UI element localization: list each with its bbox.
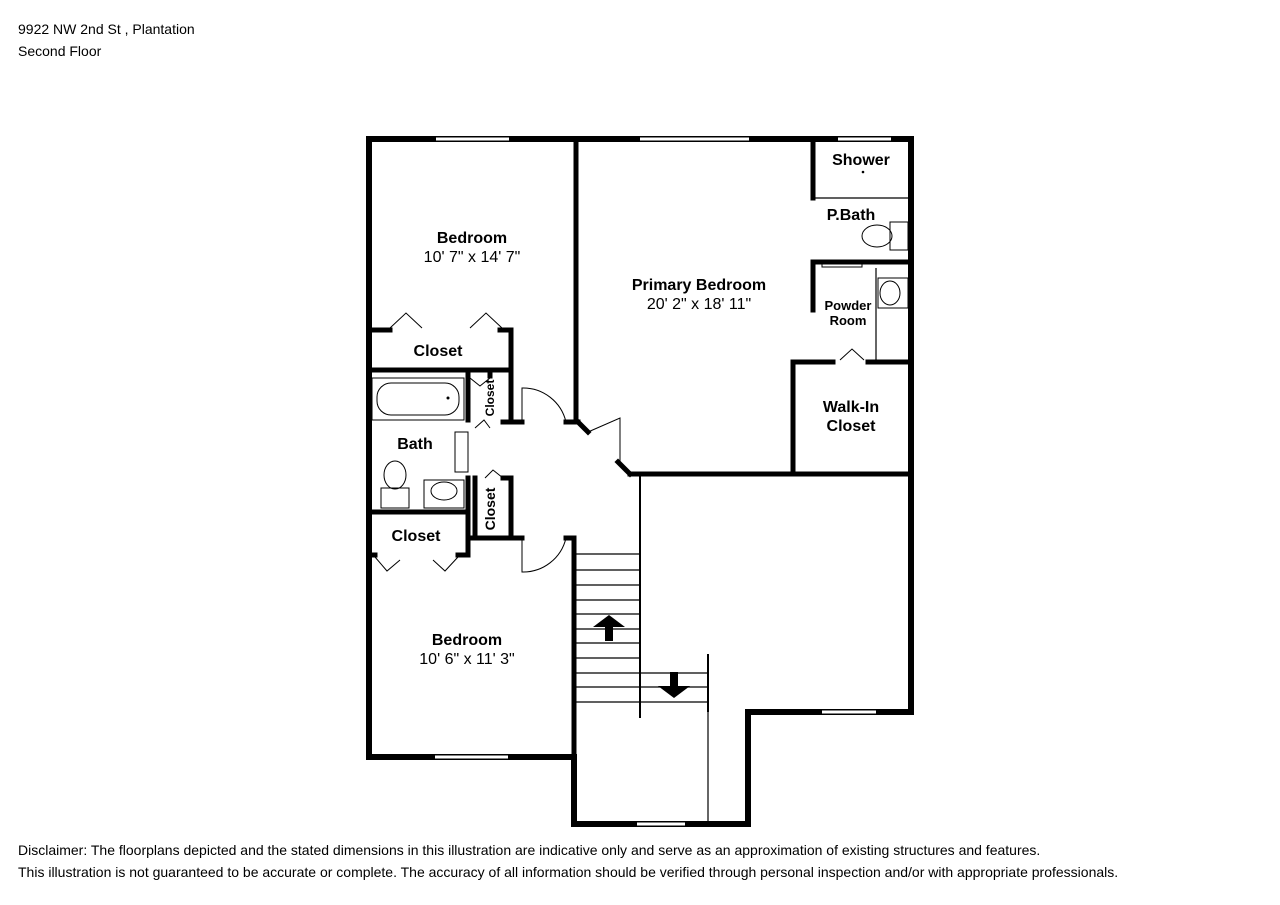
bedroom2-dims: 10' 6" x 11' 3" (419, 651, 514, 668)
shower-label: Shower (832, 152, 890, 169)
pbath-label: P.Bath (827, 207, 876, 224)
primary-bedroom-dims: 20' 2" x 18' 11" (647, 296, 751, 313)
closet-upper-label: Closet (414, 343, 464, 360)
shower-drain (861, 170, 865, 174)
sink-basin (430, 481, 458, 501)
stair-up-arrow (593, 615, 625, 641)
stair-down-arrow (658, 672, 690, 698)
disclaimer-line-2: This illustration is not guaranteed to b… (18, 864, 1119, 880)
powder-room-label-1: Powder (825, 298, 872, 313)
toilet-bowl (383, 460, 407, 490)
pbath-toilet-bowl (861, 224, 893, 248)
bedroom2-label: Bedroom (432, 632, 502, 649)
powder-room-label-2: Room (830, 313, 867, 328)
primary-bedroom-label: Primary Bedroom (632, 277, 766, 294)
bathtub-basin (376, 382, 460, 416)
windows (435, 137, 891, 826)
bedroom1-dims: 10' 7" x 14' 7" (424, 249, 521, 266)
interior-walls (366, 136, 914, 760)
powder-sink (879, 280, 901, 306)
bath-label: Bath (397, 436, 433, 453)
walk-in-closet-label-1: Walk-In (823, 399, 879, 416)
closet-vertical-2-label: Closet (482, 487, 498, 530)
closet-lower-label: Closet (392, 528, 442, 545)
closet-vertical-1-label: Closet (483, 380, 497, 417)
pbath-toilet-tank (889, 221, 909, 251)
tub-drain (446, 396, 450, 400)
bathtub (371, 377, 465, 421)
disclaimer-line-1: Disclaimer: The floorplans depicted and … (18, 842, 1041, 858)
window-edges (435, 136, 891, 827)
property-address: 9922 NW 2nd St , Plantation (18, 21, 195, 37)
fixtures (371, 221, 909, 509)
powder-sink-counter (877, 277, 909, 309)
bedroom1-label: Bedroom (437, 230, 507, 247)
bifold-doors (374, 312, 865, 572)
walk-in-closet-label-2: Closet (827, 418, 877, 435)
toilet-tank (380, 487, 410, 509)
sink-counter (423, 479, 465, 509)
door-swings (454, 262, 863, 573)
floor-name: Second Floor (18, 43, 102, 59)
